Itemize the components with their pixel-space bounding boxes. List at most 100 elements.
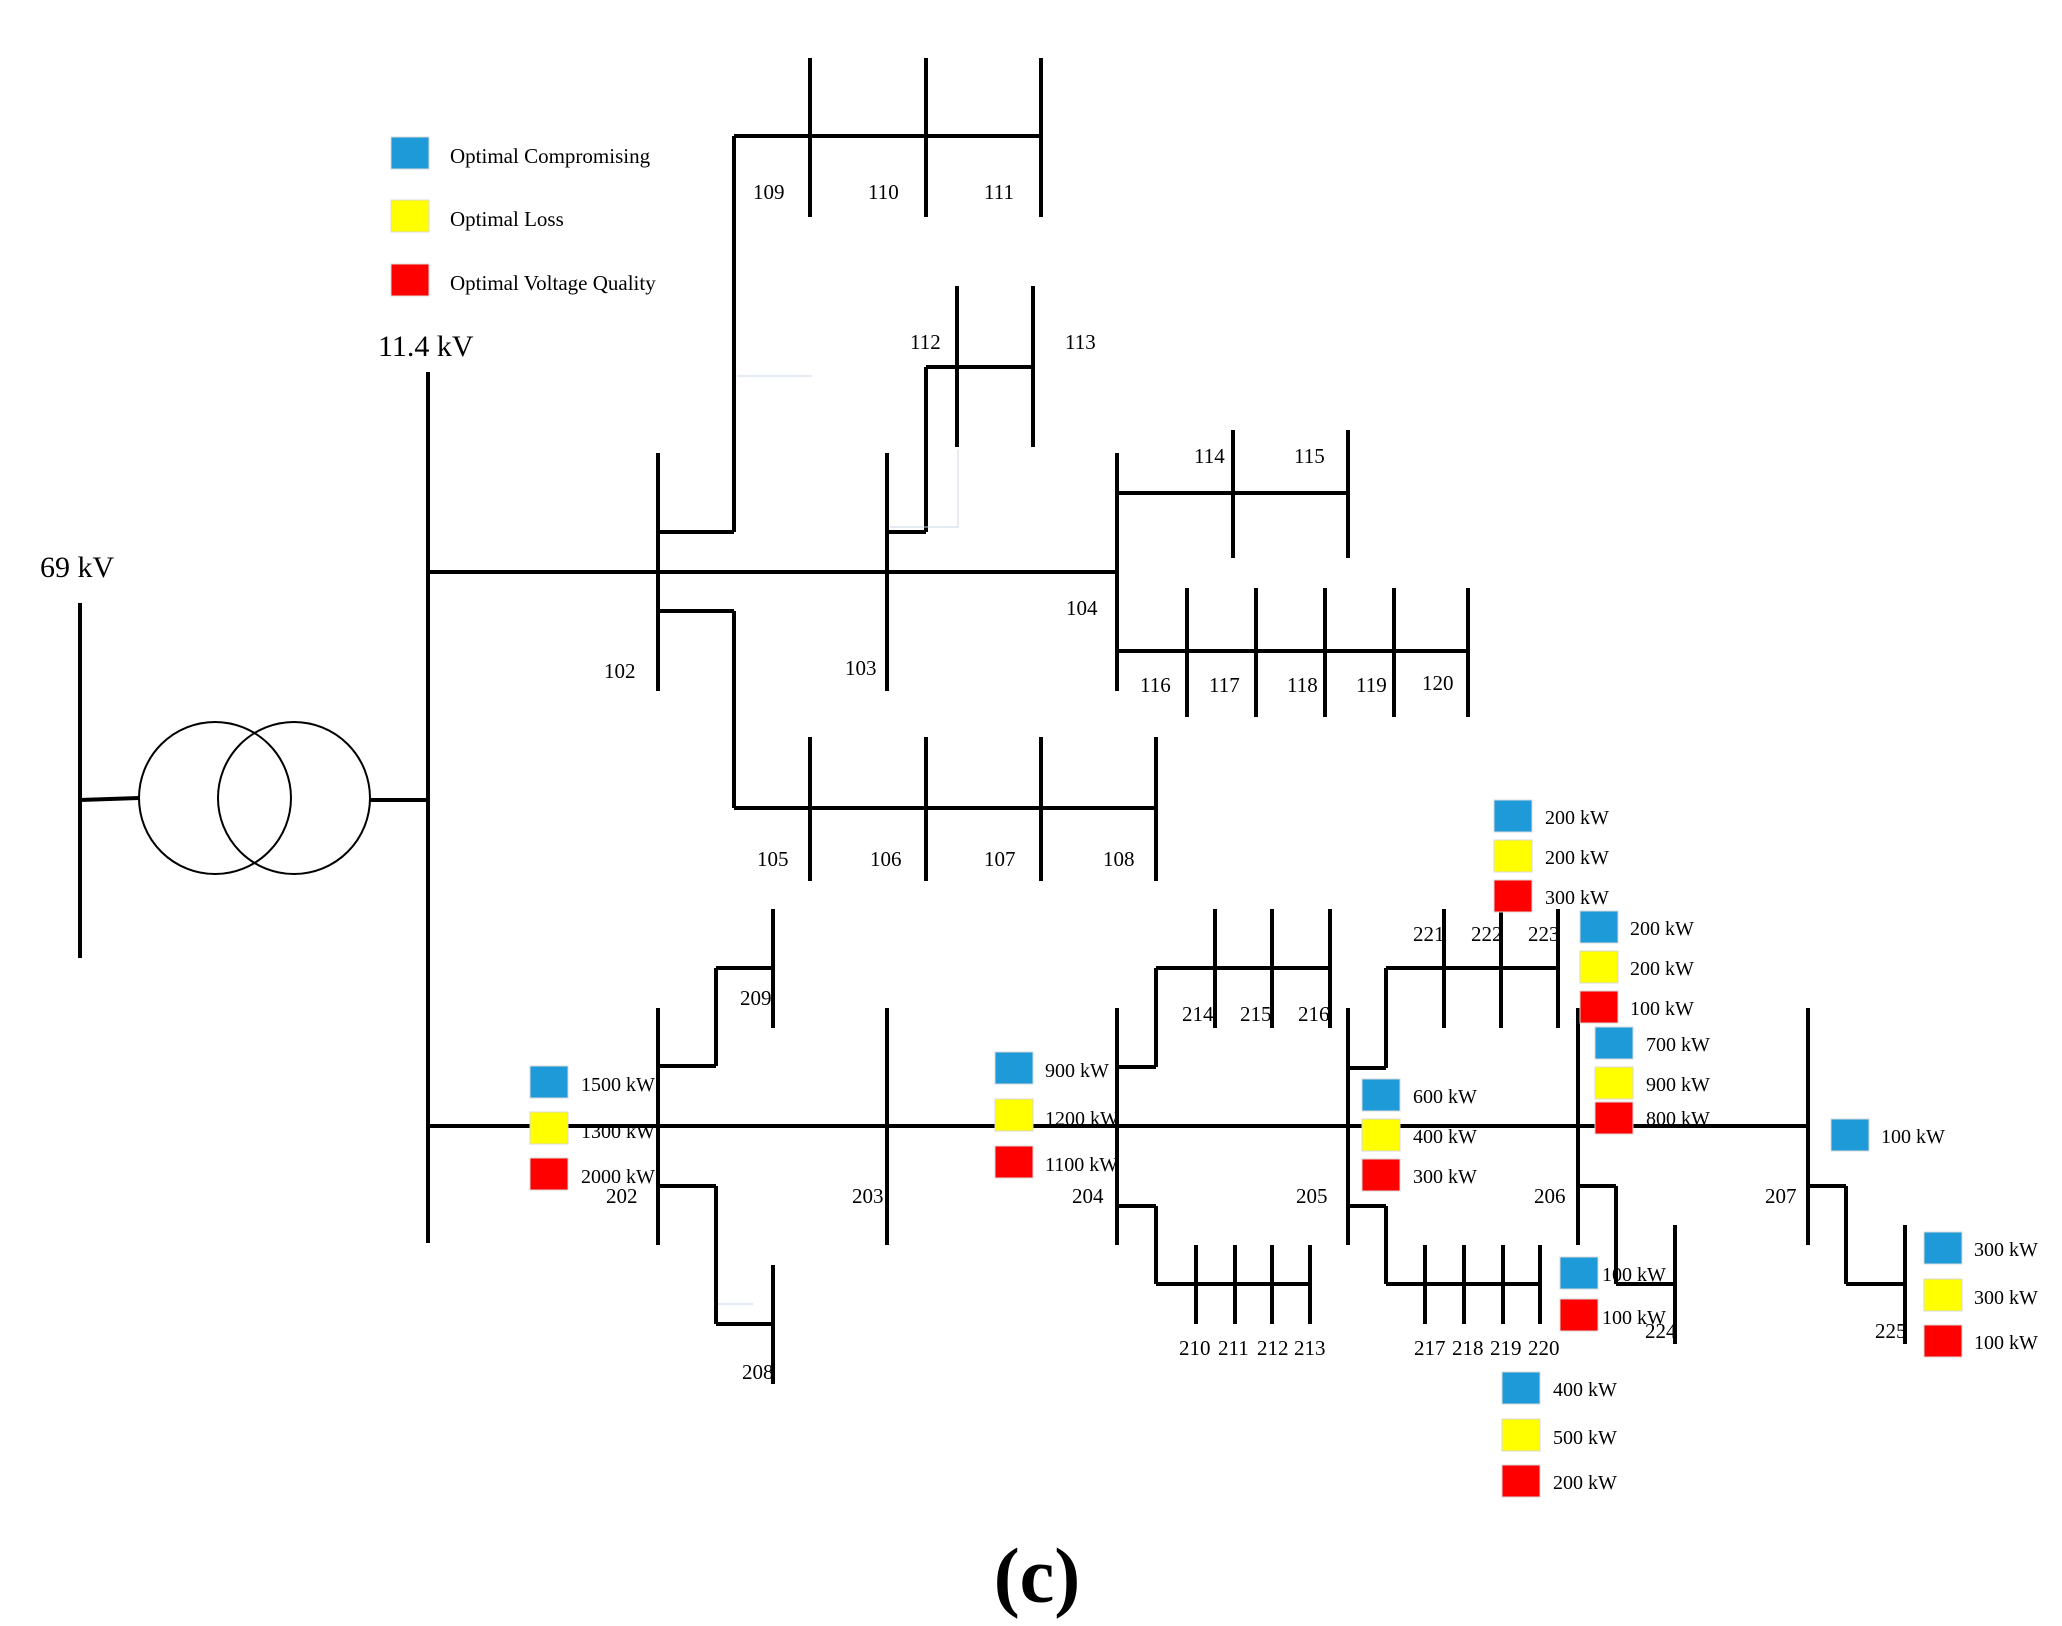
marker-compromising [1493,799,1533,833]
bus-label: 106 [870,847,902,871]
marker-value: 1200 kW [1045,1108,1119,1130]
legend-swatch-loss [390,199,430,233]
marker-value: 200 kW [1630,918,1694,940]
marker-loss [529,1111,569,1145]
bus-label: 219 [1490,1336,1522,1360]
bus-labels: 102 103 104 105 106 107 108 109 110 111 … [604,180,1907,1384]
marker-voltage-quality [1594,1101,1634,1135]
marker-value: 400 kW [1413,1126,1477,1148]
bus-label: 120 [1422,671,1454,695]
marker-value: 500 kW [1553,1427,1617,1449]
bus-label: 214 [1182,1002,1214,1026]
bus-label: 111 [984,180,1014,204]
legend-label-voltage-quality: Optimal Voltage Quality [450,271,656,295]
marker-loss [1501,1418,1541,1452]
bus-label: 116 [1140,673,1171,697]
bus-label: 218 [1452,1336,1484,1360]
bus-label: 223 [1528,922,1560,946]
marker-voltage-quality [1493,879,1533,913]
marker-value: 900 kW [1646,1074,1710,1096]
bus-label: 215 [1240,1002,1272,1026]
marker-value: 900 kW [1045,1060,1109,1082]
bus-label: 220 [1528,1336,1560,1360]
marker-loss [994,1098,1034,1132]
bus-label: 107 [984,847,1016,871]
marker-value: 300 kW [1545,887,1609,909]
marker-value: 300 kW [1974,1239,2038,1261]
marker-voltage-quality [1579,990,1619,1024]
legend-label-loss: Optimal Loss [450,207,564,231]
marker-value: 300 kW [1974,1287,2038,1309]
bus-label: 207 [1765,1184,1797,1208]
legend-swatch-voltage-quality [390,263,430,297]
marker-value: 200 kW [1545,807,1609,829]
bus-label: 105 [757,847,789,871]
marker-loss [1493,839,1533,873]
bus-label: 118 [1287,673,1318,697]
marker-value: 300 kW [1413,1166,1477,1188]
marker-value: 100 kW [1602,1307,1666,1329]
bus-label: 225 [1875,1319,1907,1343]
bus-label: 112 [910,330,941,354]
marker-compromising [1361,1078,1401,1112]
marker-value: 100 kW [1630,998,1694,1020]
marker-value: 200 kW [1553,1472,1617,1494]
bus-label: 115 [1294,444,1325,468]
hv-voltage-label: 69 kV [40,551,115,584]
marker-loss [1579,950,1619,984]
marker-value: 600 kW [1413,1086,1477,1108]
bus-label: 216 [1298,1002,1330,1026]
marker-value: 1100 kW [1045,1154,1118,1176]
bus-label: 203 [852,1184,884,1208]
marker-compromising [1830,1118,1870,1152]
marker-voltage-quality [1361,1158,1401,1192]
bus-label: 113 [1065,330,1096,354]
bus-label: 114 [1194,444,1225,468]
marker-loss [1923,1278,1963,1312]
bus-label: 103 [845,656,877,680]
bus-label: 210 [1179,1336,1211,1360]
marker-compromising [1594,1026,1634,1060]
bus-label: 102 [604,659,636,683]
marker-value: 100 kW [1974,1332,2038,1354]
marker-compromising [1923,1231,1963,1265]
bus-label: 212 [1257,1336,1289,1360]
bus-label: 117 [1209,673,1240,697]
bus-label: 109 [753,180,785,204]
bus-label: 221 [1413,922,1445,946]
transformer-secondary-winding [217,721,371,875]
marker-compromising [1579,910,1619,944]
bus-label: 217 [1414,1336,1446,1360]
bus-label: 224 [1645,1319,1677,1343]
marker-compromising [529,1065,569,1099]
bus-label: 104 [1066,596,1098,620]
marker-loss [1361,1118,1401,1152]
network-lines [78,58,1907,1384]
marker-value: 1300 kW [581,1121,655,1143]
legend-swatch-compromising [390,136,430,170]
marker-loss [1594,1066,1634,1100]
bus-label: 213 [1294,1336,1326,1360]
marker-compromising [994,1051,1034,1085]
marker-compromising [1501,1371,1541,1405]
bus-label: 208 [742,1360,774,1384]
marker-value: 1500 kW [581,1074,655,1096]
marker-value: 200 kW [1545,847,1609,869]
bus-label: 211 [1218,1336,1249,1360]
figure-caption: (c) [994,1532,1081,1619]
bus-label: 119 [1356,673,1387,697]
bus-label: 108 [1103,847,1135,871]
marker-value: 100 kW [1881,1126,1945,1148]
marker-value: 100 kW [1602,1264,1666,1286]
bus-label: 204 [1072,1184,1104,1208]
marker-voltage-quality [994,1145,1034,1179]
bus-label: 222 [1471,922,1503,946]
bus-label: 205 [1296,1184,1328,1208]
marker-voltage-quality [1559,1298,1599,1332]
marker-value: 400 kW [1553,1379,1617,1401]
bus-label: 206 [1534,1184,1566,1208]
marker-voltage-quality [529,1157,569,1191]
legend: Optimal Compromising Optimal Loss Optima… [390,136,656,297]
legend-label-compromising: Optimal Compromising [450,144,651,168]
